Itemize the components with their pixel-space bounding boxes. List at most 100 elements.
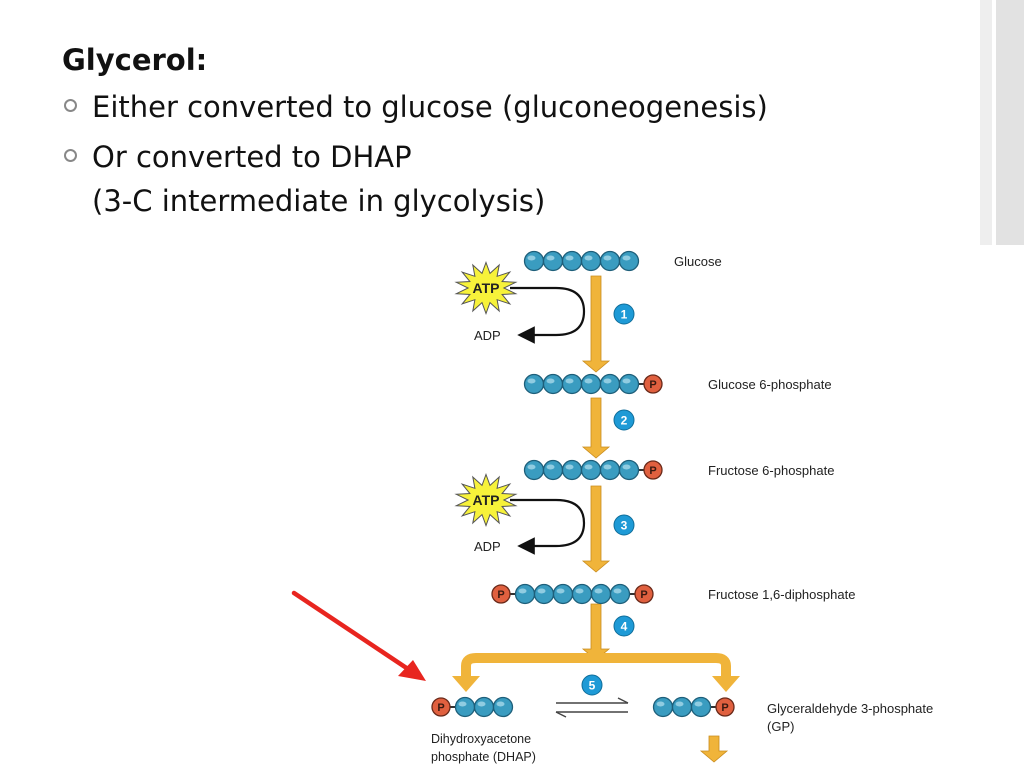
carbon-atom [599, 250, 621, 272]
carbon-atom [599, 373, 621, 395]
carbon-highlight [565, 255, 574, 261]
step-marker [613, 514, 635, 536]
slide-content: Glycerol: Either converted to glucose (g… [62, 38, 768, 224]
atp-burst-icon [454, 473, 518, 527]
carbon-atom [552, 583, 574, 605]
carbon-highlight [527, 255, 536, 261]
carbon-highlight [656, 701, 665, 707]
carbon-highlight [518, 588, 527, 594]
carbon-highlight [622, 464, 631, 470]
step-number: 3 [621, 519, 628, 533]
carbon-highlight [565, 464, 574, 470]
carbon-atom [571, 583, 593, 605]
phosphate-group [715, 697, 735, 717]
yellow-flow-arrow [581, 485, 611, 573]
carbon-atom [671, 696, 693, 718]
phosphate-label: P [640, 589, 647, 601]
carbon-highlight [496, 701, 505, 707]
carbon-atom [580, 250, 602, 272]
bullet-circle-icon [64, 99, 77, 112]
slide-decoration [978, 0, 1024, 245]
adp-curve-arrow [510, 498, 586, 555]
decor-bar-dark [996, 0, 1024, 245]
bullet-circle-icon [64, 149, 77, 162]
carbon-highlight [584, 255, 593, 261]
step-number: 2 [621, 414, 628, 428]
carbon-highlight [458, 701, 467, 707]
carbon-highlight [575, 588, 584, 594]
decor-bar-light [980, 0, 992, 245]
phosphate-label: P [649, 465, 656, 477]
carbon-highlight [594, 588, 603, 594]
adp-label: ADP [474, 328, 501, 343]
carbon-highlight [584, 378, 593, 384]
carbon-highlight [537, 588, 546, 594]
carbon-atom [690, 696, 712, 718]
label-fructose-1-6-diphosphate: Fructose 1,6-diphosphate [708, 587, 855, 602]
carbon-highlight [565, 378, 574, 384]
carbon-atom [580, 373, 602, 395]
equilibrium-reverse-head [555, 711, 567, 718]
phosphate-label: P [649, 379, 656, 391]
yellow-flow-arrow [581, 603, 611, 661]
carbon-atom [609, 583, 631, 605]
flow-arrows [452, 275, 740, 763]
phosphate-label: P [721, 702, 728, 714]
carbon-highlight [477, 701, 486, 707]
carbon-highlight [603, 255, 612, 261]
carbon-atom [492, 696, 514, 718]
bullet-dhap: Or converted to DHAP (3-C intermediate i… [62, 132, 768, 224]
phosphate-group [643, 460, 663, 480]
carbon-atom [514, 583, 536, 605]
carbon-atom [533, 583, 555, 605]
carbon-highlight [694, 701, 703, 707]
bullet-text: Either converted to glucose (gluconeogen… [92, 90, 768, 124]
label-dhap: phosphate (DHAP) [431, 750, 536, 764]
carbon-atom [590, 583, 612, 605]
carbon-atom [618, 373, 640, 395]
carbon-highlight [527, 378, 536, 384]
carbon-atom [523, 459, 545, 481]
label-dihydroxyacetone: Dihydroxyacetone [431, 732, 531, 746]
phosphate-group [634, 584, 654, 604]
yellow-arrowhead-left [452, 676, 480, 692]
label-glucose: Glucose [674, 254, 722, 269]
equilibrium-forward-head [617, 697, 629, 704]
carbon-atom [652, 696, 674, 718]
carbon-atom [561, 459, 583, 481]
carbon-atom [523, 373, 545, 395]
step-number: 4 [621, 620, 628, 634]
carbon-highlight [603, 464, 612, 470]
yellow-arrowhead-right [712, 676, 740, 692]
bullet-gluconeogenesis: Either converted to glucose (gluconeogen… [62, 82, 768, 132]
carbon-highlight [622, 378, 631, 384]
step-marker [613, 303, 635, 325]
carbon-atom [473, 696, 495, 718]
carbon-atom [599, 459, 621, 481]
carbon-highlight [546, 378, 555, 384]
carbon-atom [561, 373, 583, 395]
carbon-atom [542, 373, 564, 395]
pointer-shaft [291, 590, 414, 674]
step-marker [613, 409, 635, 431]
carbon-atom [523, 250, 545, 272]
carbon-highlight [546, 255, 555, 261]
carbon-atom [580, 459, 602, 481]
atp-label: ATP [473, 280, 500, 296]
carbon-atom [542, 459, 564, 481]
step-number: 1 [621, 308, 628, 322]
step-marker [581, 674, 603, 696]
phosphate-group [491, 584, 511, 604]
carbon-highlight [556, 588, 565, 594]
carbon-atom [618, 250, 640, 272]
adp-curve-arrow [510, 286, 586, 344]
pointer-head [398, 660, 426, 681]
yellow-flow-arrow [581, 397, 611, 459]
phosphate-group [643, 374, 663, 394]
phosphate-group [431, 697, 451, 717]
atp-burst-icon [454, 261, 518, 315]
carbon-highlight [527, 464, 536, 470]
